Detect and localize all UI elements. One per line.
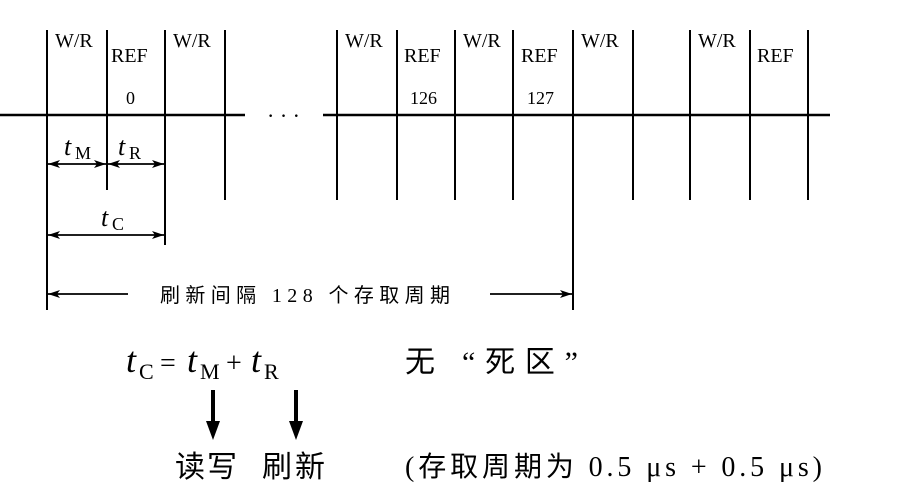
refresh-down-arrow bbox=[289, 390, 303, 440]
t-c-subscript: C bbox=[112, 214, 124, 234]
refresh-label: 刷新 bbox=[262, 451, 325, 484]
formula-tc-symbol: t bbox=[126, 340, 137, 380]
cycle-time-formula: t C = t M + t R bbox=[126, 340, 279, 384]
formula-tr-symbol: t bbox=[251, 340, 262, 380]
formula-equals: = bbox=[160, 348, 176, 379]
cell-op-label: W/R bbox=[463, 30, 501, 52]
cell-op-label: W/R bbox=[173, 30, 211, 52]
cell-row-label: 0 bbox=[126, 88, 135, 108]
read-write-label: 读写 bbox=[175, 451, 237, 484]
cell-op-label: W/R bbox=[55, 30, 93, 52]
read-write-down-arrow bbox=[206, 390, 220, 440]
cycle-breakdown-note: (存取周期为 0.5 μs + 0.5 μs) bbox=[405, 451, 822, 483]
duration-dimensions: t M t R t C 刷新间隔 128 个存取周期 bbox=[48, 132, 572, 307]
cell-op-label: W/R bbox=[698, 30, 736, 52]
cell-op-label: REF bbox=[404, 45, 441, 67]
t-m-symbol: t bbox=[64, 132, 72, 161]
t-m-subscript: M bbox=[75, 143, 91, 163]
cell-op-label: W/R bbox=[581, 30, 619, 52]
time-axis: · · · bbox=[0, 103, 830, 128]
no-dead-zone-label: 无 “死区” bbox=[405, 346, 578, 379]
refresh-interval-label: 刷新间隔 128 个存取周期 bbox=[160, 284, 450, 307]
cell-labels: W/R REF 0 W/R W/R REF 126 W/R REF 127 W/… bbox=[55, 30, 794, 108]
cell-op-label: REF bbox=[111, 45, 148, 67]
formula-tm-subscript: M bbox=[200, 359, 220, 384]
formula-plus: + bbox=[226, 348, 242, 379]
cell-row-label: 126 bbox=[410, 88, 437, 108]
timeline-ellipsis: · · · bbox=[267, 103, 300, 128]
formula-tc-subscript: C bbox=[139, 359, 154, 384]
formula-tr-subscript: R bbox=[264, 359, 279, 384]
cycle-boundaries bbox=[46, 30, 809, 310]
cell-row-label: 127 bbox=[527, 88, 554, 108]
t-r-symbol: t bbox=[118, 132, 126, 161]
cell-op-label: REF bbox=[521, 45, 558, 67]
formula-tm-symbol: t bbox=[187, 340, 198, 380]
t-r-subscript: R bbox=[129, 143, 141, 163]
cell-op-label: W/R bbox=[345, 30, 383, 52]
cell-op-label: REF bbox=[757, 45, 794, 67]
t-c-symbol: t bbox=[101, 203, 109, 232]
